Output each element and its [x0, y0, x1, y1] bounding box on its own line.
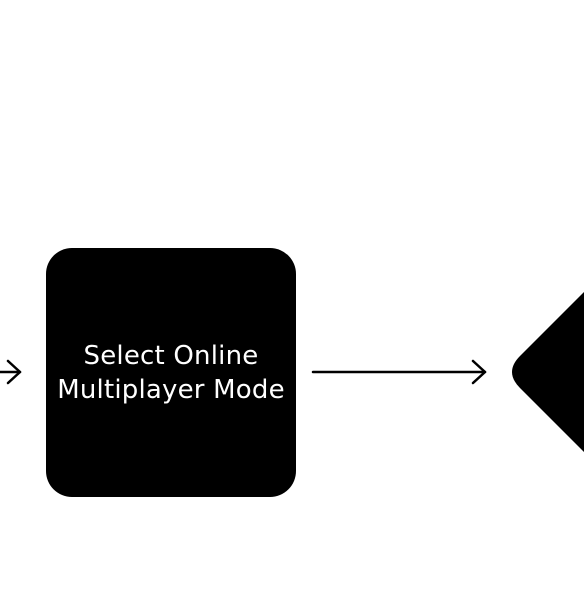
incoming-arrow	[0, 359, 22, 385]
arrow-to-decision	[311, 359, 487, 385]
select-online-multiplayer-mode-node: Select Online Multiplayer Mode	[46, 248, 296, 497]
decision-diamond	[512, 292, 584, 452]
node-label: Select Online Multiplayer Mode	[57, 340, 285, 405]
